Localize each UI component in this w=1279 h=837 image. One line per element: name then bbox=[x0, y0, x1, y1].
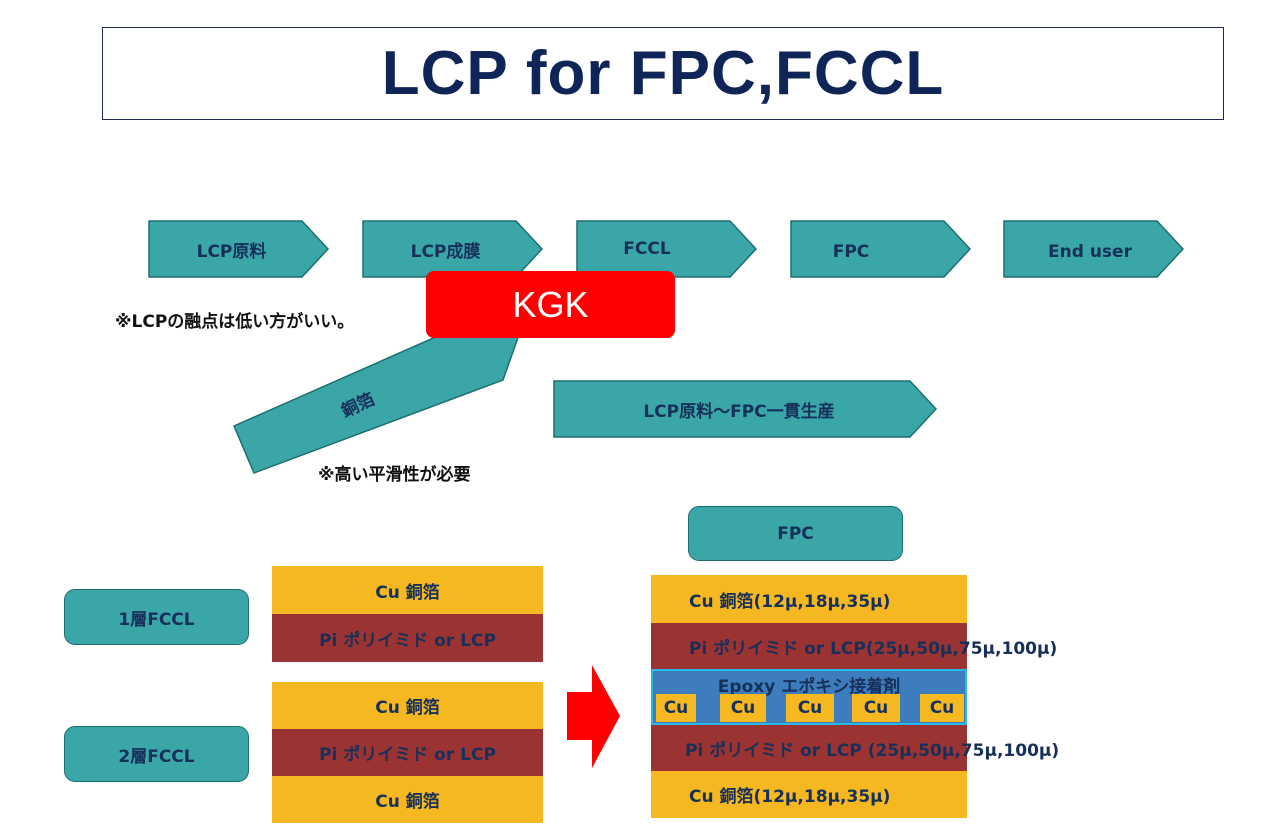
one-layer-cu-layer: Cu 銅箔 bbox=[272, 566, 543, 614]
two-layer-top-cu-layer: Cu 銅箔 bbox=[272, 682, 543, 729]
kgk-badge: KGK bbox=[426, 271, 675, 338]
note-smoothness: ※高い平滑性が必要 bbox=[318, 465, 471, 485]
fpc-epoxy-label: Epoxy エポキシ接着剤 bbox=[717, 677, 901, 697]
fpc-bottom-cu-layer: Cu 銅箔(12μ,18μ,35μ) bbox=[651, 771, 967, 818]
two-layer-bottom-cu-layer: Cu 銅箔 bbox=[272, 776, 543, 823]
fpc-cu-pad-1: Cu bbox=[656, 694, 696, 722]
flow-arrow-lcp-raw bbox=[148, 220, 330, 278]
title-box: LCP for FPC,FCCL bbox=[102, 27, 1224, 120]
flow-arrow-fpc bbox=[790, 220, 972, 278]
fpc-cu-pad-3: Cu bbox=[786, 694, 834, 722]
fpc-cu-pad-4: Cu bbox=[852, 694, 900, 722]
fpc-cu-pad-5: Cu bbox=[920, 694, 964, 722]
one-layer-fccl-label: 1層FCCL bbox=[64, 589, 249, 645]
two-layer-pi-layer: Pi ポリイミド or LCP bbox=[272, 729, 543, 776]
integrated-production-arrow bbox=[553, 380, 938, 438]
two-layer-fccl-label: 2層FCCL bbox=[64, 726, 249, 782]
note-melting-point: ※LCPの融点は低い方がいい。 bbox=[115, 312, 355, 332]
flow-arrow-lcp-film bbox=[362, 220, 544, 278]
fpc-cu-pad-2: Cu bbox=[720, 694, 766, 722]
one-layer-pi-layer: Pi ポリイミド or LCP bbox=[272, 614, 543, 662]
fpc-label: FPC bbox=[688, 506, 903, 561]
copper-foil-arrow bbox=[233, 331, 522, 474]
transition-red-arrow bbox=[567, 665, 620, 768]
flow-arrow-end-user bbox=[1003, 220, 1185, 278]
flow-arrow-fccl bbox=[576, 220, 758, 278]
fpc-top-cu-layer: Cu 銅箔(12μ,18μ,35μ) bbox=[651, 575, 967, 623]
fpc-bottom-pi-layer: Pi ポリイミド or LCP (25μ,50μ,75μ,100μ) bbox=[651, 725, 1059, 771]
fpc-top-pi-layer: Pi ポリイミド or LCP(25μ,50μ,75μ,100μ) bbox=[651, 623, 1057, 669]
page-title: LCP for FPC,FCCL bbox=[381, 39, 945, 108]
